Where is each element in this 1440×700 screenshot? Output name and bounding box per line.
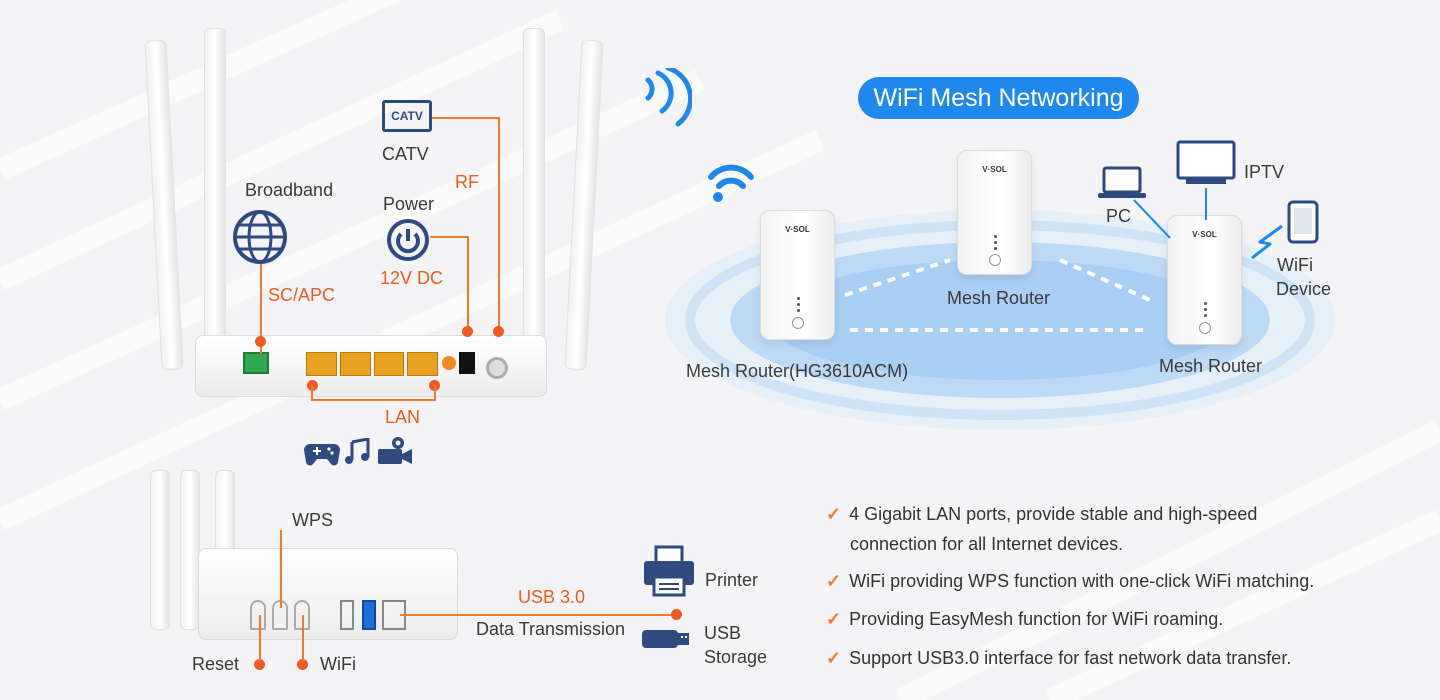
connector-dot [462, 326, 473, 337]
music-icon [345, 438, 370, 464]
mesh-router-main-label: Mesh Router(HG3610ACM) [686, 361, 909, 381]
data-transmission-label: Data Transmission [476, 619, 626, 639]
catv-label: CATV [382, 144, 429, 164]
usb-drive-icon [642, 630, 689, 648]
storage-label: Storage [704, 647, 768, 667]
iptv-label: IPTV [1244, 162, 1285, 182]
mesh-router-right-label: Mesh Router [1159, 356, 1263, 376]
check-icon: ✓ [826, 504, 842, 524]
connector-dot [671, 609, 682, 620]
pc-label: PC [1106, 206, 1132, 226]
brand-logo: V·SOL [785, 225, 810, 234]
wifi-icon [708, 164, 754, 202]
broadband-label: Broadband [245, 180, 334, 200]
antenna [144, 39, 184, 371]
brand-logo: V·SOL [1192, 230, 1217, 239]
mesh-router-main: V·SOL [760, 210, 835, 340]
feature-text: 4 Gigabit LAN ports, provide stable and … [849, 504, 1258, 524]
wifi-icon [645, 68, 692, 127]
antenna [150, 470, 170, 630]
mesh-router-top-label: Mesh Router [947, 288, 1051, 308]
connector-dot [255, 336, 266, 347]
router-body [198, 548, 458, 640]
wps-label: WPS [292, 510, 334, 530]
lan-label: LAN [385, 407, 421, 427]
check-icon: ✓ [826, 648, 842, 668]
gamepad-icon [304, 444, 340, 466]
lightning-icon [1251, 224, 1283, 260]
phone-icon [1287, 200, 1319, 244]
feature-text: Providing EasyMesh function for WiFi roa… [849, 609, 1224, 629]
mesh-title-pill: WiFi Mesh Networking [858, 77, 1139, 119]
brand-logo: V·SOL [982, 165, 1007, 174]
tv-icon: CATV [382, 100, 432, 132]
feature-text: WiFi providing WPS function with one-cli… [849, 571, 1315, 591]
reset-button [250, 600, 266, 630]
mesh-router-top: V·SOL [957, 150, 1032, 275]
monitor-icon [1176, 140, 1236, 184]
feature-item: ✓ WiFi providing WPS function with one-cl… [826, 566, 1314, 596]
antenna [564, 39, 604, 371]
mesh-router-right: V·SOL [1167, 215, 1242, 345]
rf-connector [486, 357, 508, 379]
reset-label: Reset [192, 654, 240, 674]
usb-port [362, 600, 376, 630]
dc-jack [459, 352, 475, 374]
wifi-device-label-2: Device [1276, 279, 1332, 299]
wifi-label: WiFi [320, 654, 356, 674]
printer-icon [644, 545, 694, 597]
power-label: Power [383, 194, 435, 214]
antenna [180, 470, 200, 630]
connector-dot [254, 659, 265, 670]
antenna [523, 28, 545, 368]
wifi-device-label-1: WiFi [1277, 255, 1313, 275]
scapc-label: SC/APC [268, 285, 336, 305]
lan-ports [306, 352, 438, 376]
globe-icon [233, 210, 287, 264]
rf-label: RF [455, 172, 479, 192]
feature-text: Support USB3.0 interface for fast networ… [849, 648, 1292, 668]
feature-item: ✓ Support USB3.0 interface for fast netwo… [826, 643, 1291, 673]
connector-dot [493, 326, 504, 337]
tv-icon-label: CATV [391, 109, 423, 123]
laptop-icon [1098, 166, 1146, 198]
port-slot [340, 600, 354, 630]
check-icon: ✓ [826, 571, 842, 591]
sc-apc-port [243, 352, 269, 374]
device-connection-lines [1133, 188, 1207, 239]
usb30-label: USB 3.0 [518, 587, 586, 607]
dc-label: 12V DC [380, 268, 444, 288]
power-icon [387, 219, 429, 261]
feature-item: ✓ 4 Gigabit LAN ports, provide stable and… [826, 499, 1257, 559]
power-button [442, 356, 456, 370]
check-icon: ✓ [826, 609, 842, 629]
feature-item: ✓ Providing EasyMesh function for WiFi ro… [826, 604, 1223, 634]
usb-label: USB [704, 623, 742, 643]
printer-label: Printer [705, 570, 759, 590]
camera-icon [378, 437, 412, 464]
antenna [204, 28, 226, 368]
feature-text: connection for all Internet devices. [850, 534, 1124, 554]
connector-dot [297, 659, 308, 670]
